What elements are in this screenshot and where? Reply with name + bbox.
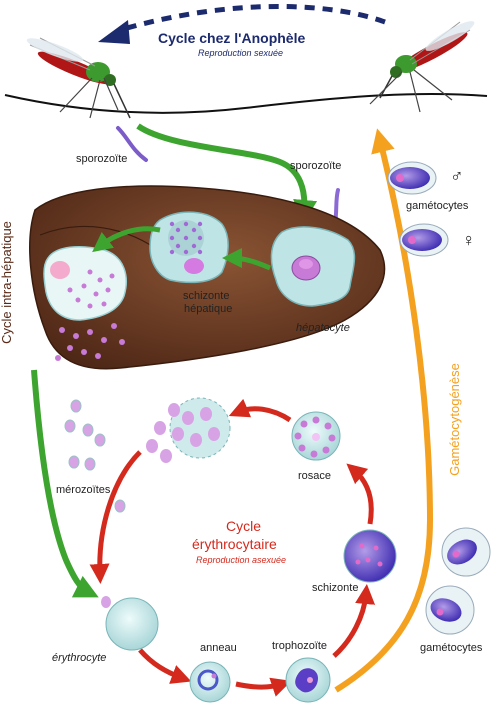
blood-cycle-subtitle: Reproduction asexuée (196, 555, 287, 565)
hepatic-schizont-label-1: schizonte (183, 290, 230, 302)
gametocytogenese-label: Gamétocytogénèse (446, 363, 462, 476)
gametocyte-male-body (390, 167, 430, 189)
arrow-trophozoite-to-schizonte (332, 584, 376, 658)
hepatic-schizont-label-2: hépatique (184, 303, 233, 315)
skin-line (4, 92, 488, 114)
female-symbol: ♀ (462, 230, 476, 250)
arrow-rupture-to-erythrocyte (89, 450, 142, 584)
gametocytes-top-label: gamétocytes (406, 200, 469, 212)
hepatocyte-label: hépatocyte (296, 322, 350, 334)
anneau-label: anneau (200, 642, 237, 654)
rupturing-erythrocyte-merozoites (146, 403, 220, 463)
blood-schizonte-label: schizonte (312, 582, 359, 594)
sporozoite-right-label: sporozoïte (290, 160, 342, 172)
arrow-anneau-to-trophozoite (235, 677, 292, 697)
erythrocyte-cell (105, 597, 159, 651)
liver-cycle-label: Cycle intra-hépatique (0, 221, 14, 344)
blood-schizonte-cell (343, 529, 397, 583)
arrow-erythrocyte-to-anneau (138, 648, 192, 684)
arrow-gametocytogenese (334, 128, 434, 693)
anneau-cell (189, 661, 231, 703)
sporozoite-left-label: sporozoïte (76, 153, 128, 165)
sporozoite-left-icon (116, 126, 148, 162)
gametocyte-female-body (402, 229, 442, 251)
arrow-rosace-to-rupture (228, 398, 292, 423)
mosquito-left-icon (26, 37, 131, 119)
free-merozoites (64, 399, 126, 513)
male-symbol: ♂ (450, 166, 464, 186)
hepatic-schizont-nucleus (184, 258, 204, 274)
mosquito-right-icon (369, 21, 475, 113)
mosquito-cycle-arrow (119, 3, 386, 33)
mosquito-cycle-subtitle: Reproduction sexuée (198, 48, 284, 58)
blood-cycle-title-2: érythrocytaire (192, 536, 277, 552)
mosquito-cycle-arrowhead (98, 20, 130, 44)
ruptured-hepatocyte-nucleus (50, 261, 70, 279)
arrow-sporozoite-to-hepatocyte (136, 123, 318, 224)
anneau-ring (197, 669, 219, 691)
trophozoite-label: trophozoïte (272, 640, 328, 652)
gametocytes-bottom-label: gamétocytes (420, 642, 483, 654)
merozoites-label: mérozoïtes (56, 484, 111, 496)
blood-cycle-title-1: Cycle (226, 518, 262, 534)
trophozoite-parasite (295, 668, 318, 693)
arrow-schizont-to-rupture (92, 226, 161, 253)
hepatic-schizont-merozoites (168, 220, 204, 256)
arrow-hepatocyte-to-schizont (222, 248, 271, 271)
rosace-label: rosace (298, 470, 332, 482)
ruptured-hepatocyte (43, 245, 127, 321)
erythrocyte-merozoite (101, 596, 111, 608)
arrow-liver-to-blood (31, 369, 99, 598)
rosace-merozoites (294, 416, 336, 458)
erythrocyte-label: érythrocyte (52, 652, 107, 664)
mosquito-cycle-title: Cycle chez l'Anophèle (158, 30, 306, 46)
arrow-schizonte-to-rosace (346, 463, 374, 525)
blood-schizonte-nuclei (355, 543, 383, 567)
released-merozoites (55, 269, 125, 361)
